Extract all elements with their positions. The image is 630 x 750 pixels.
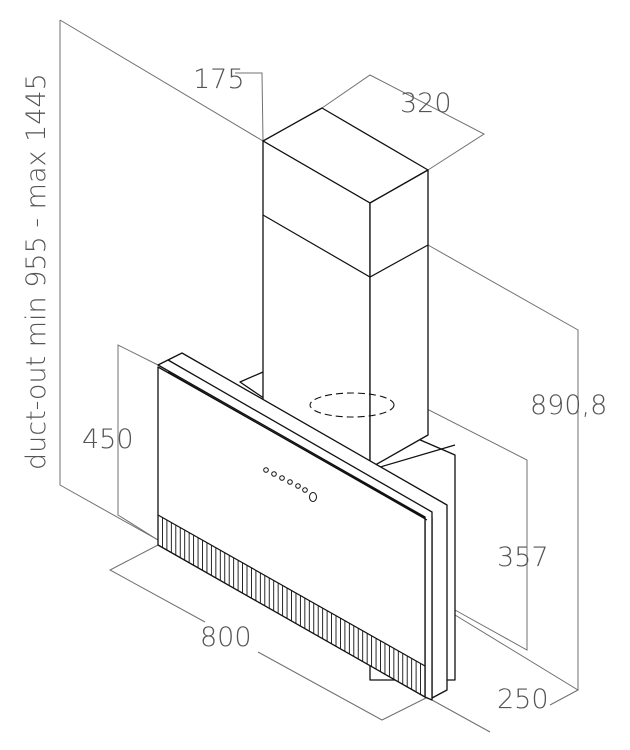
- label-height: 890,8: [530, 390, 607, 421]
- label-body-height: 357: [497, 542, 549, 573]
- duct-outlet-dashed: [309, 392, 395, 418]
- grille-vents: [157, 515, 426, 697]
- label-chimney-depth: 175: [193, 64, 245, 95]
- chimney: [262, 107, 429, 471]
- dimension-lines: [59, 19, 579, 733]
- label-total-height: duct-out min 955 - max 1445: [21, 73, 52, 470]
- glass-panel: [157, 352, 448, 701]
- control-buttons: [263, 467, 317, 502]
- label-depth: 250: [497, 684, 549, 715]
- label-panel-height: 450: [82, 424, 134, 455]
- label-width: 800: [200, 622, 252, 653]
- label-chimney-width: 320: [400, 88, 452, 119]
